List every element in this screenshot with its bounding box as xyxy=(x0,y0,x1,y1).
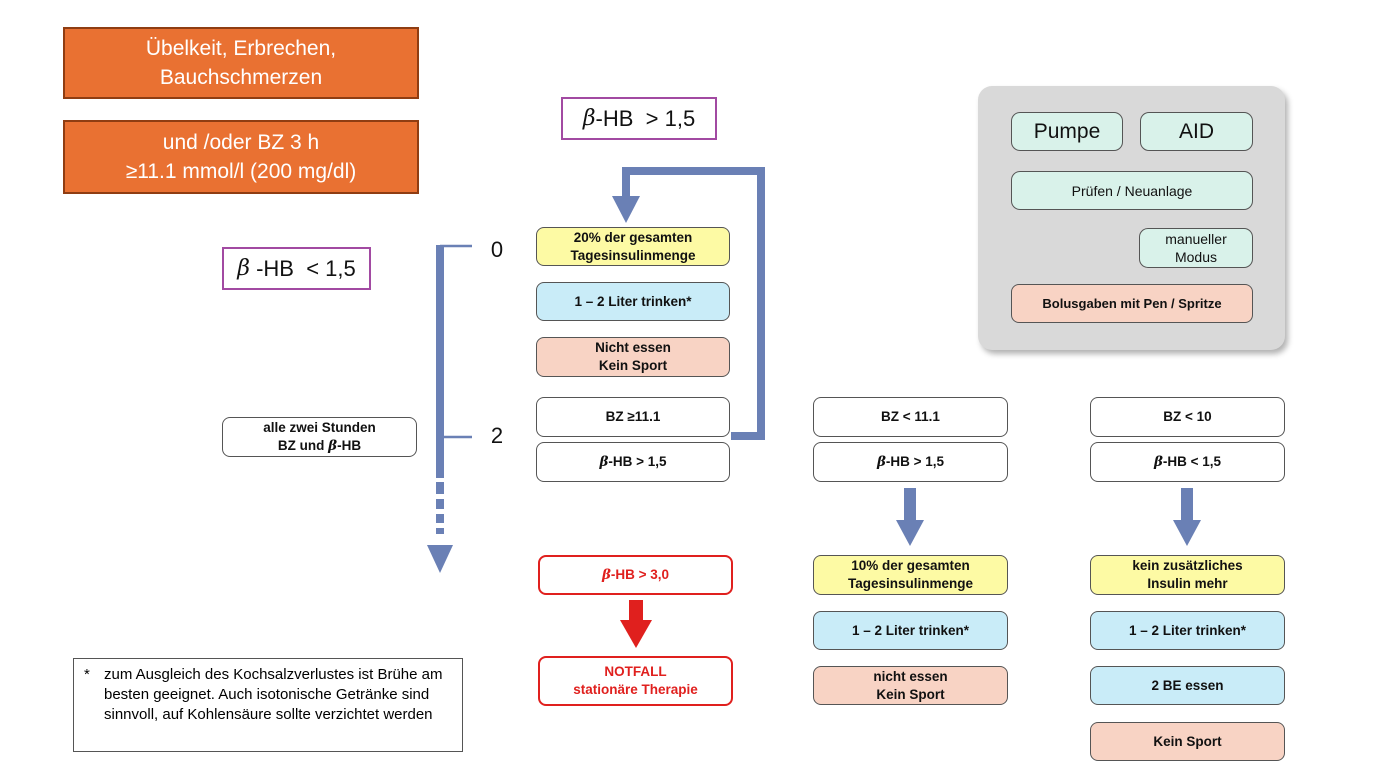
timeline-tick-2: 2 xyxy=(490,423,504,448)
col2-bz: BZ < 11.1 xyxy=(813,397,1008,437)
col1-food-line1: Nicht essen xyxy=(595,340,671,355)
check-interval-box: alle zwei Stunden BZ und β-HB xyxy=(222,417,417,457)
loop-arrow xyxy=(622,167,765,440)
col1-bz: BZ ≥11.1 xyxy=(536,397,730,437)
check-line2: BZ und β-HB xyxy=(278,437,361,455)
beta-high-text: -HB > 1,5 xyxy=(595,105,696,131)
pumpe-box: Pumpe xyxy=(1011,112,1123,151)
beta-low-text: -HB < 1,5 xyxy=(249,255,356,281)
emergency-notfall: NOTFALL stationäre Therapie xyxy=(538,656,733,706)
timeline-dash xyxy=(436,499,444,509)
emergency-beta: β-HB > 3,0 xyxy=(538,555,733,595)
timeline-arrowhead xyxy=(427,545,453,573)
arrow-col2-shaft xyxy=(904,488,916,522)
beta-symbol: β xyxy=(582,106,596,131)
beta-symbol: β xyxy=(328,438,338,454)
beta-symbol: β xyxy=(876,454,886,470)
timeline-solid xyxy=(436,245,444,478)
col3-sport: Kein Sport xyxy=(1090,722,1285,761)
col3-eat: 2 BE essen xyxy=(1090,666,1285,705)
check-box: Prüfen / Neuanlage xyxy=(1011,171,1253,210)
loop-arrowhead xyxy=(612,196,640,223)
col1-drink: 1 – 2 Liter trinken* xyxy=(536,282,730,321)
beta-low-label: β -HB < 1,5 xyxy=(222,247,371,290)
bolus-box: Bolusgaben mit Pen / Spritze xyxy=(1011,284,1253,323)
bz-line2: ≥11.1 mmol/l (200 mg/dl) xyxy=(125,160,357,183)
col2-food-line1: nicht essen xyxy=(873,668,948,684)
col2-food-line2: Kein Sport xyxy=(876,686,945,702)
col2-beta-text: -HB > 1,5 xyxy=(885,454,945,469)
aid-box: AID xyxy=(1140,112,1253,151)
col3-insulin-line1: kein zusätzliches xyxy=(1132,558,1243,573)
beta-symbol: β xyxy=(1153,454,1163,470)
beta-symbol: β xyxy=(237,256,250,281)
manual-line1: manueller xyxy=(1165,231,1227,247)
notfall-line2: stationäre Therapie xyxy=(573,682,698,697)
col1-food-line2: Kein Sport xyxy=(598,358,668,373)
check-suffix: -HB xyxy=(337,438,362,453)
arrow-col3-head xyxy=(1173,520,1201,546)
col3-drink: 1 – 2 Liter trinken* xyxy=(1090,611,1285,650)
footnote-star: * xyxy=(84,666,90,683)
emergency-beta-text: -HB > 3,0 xyxy=(610,567,670,582)
notfall-line1: NOTFALL xyxy=(604,664,667,679)
arrow-emergency-shaft xyxy=(629,600,643,622)
col1-beta-text: -HB > 1,5 xyxy=(608,454,667,469)
bz-line1: und /oder BZ 3 h xyxy=(162,131,320,154)
timeline-dash xyxy=(436,514,444,523)
col2-insulin-line1: 10% der gesamten xyxy=(851,558,970,573)
footnote: * zum Ausgleich des Kochsalzverlustes is… xyxy=(73,658,463,752)
col1-insulin-line1: 20% der gesamten xyxy=(573,229,693,245)
symptoms-line2: Bauchschmerzen xyxy=(159,66,323,89)
timeline-dash xyxy=(436,528,444,534)
col3-bz: BZ < 10 xyxy=(1090,397,1285,437)
symptoms-box: Übelkeit, Erbrechen, Bauchschmerzen xyxy=(63,27,419,99)
symptoms-line1: Übelkeit, Erbrechen, xyxy=(145,37,337,60)
bz-condition-box: und /oder BZ 3 h ≥11.1 mmol/l (200 mg/dl… xyxy=(63,120,419,194)
footnote-text: zum Ausgleich des Kochsalzverlustes ist … xyxy=(104,666,443,723)
col3-insulin-line2: Insulin mehr xyxy=(1147,576,1228,591)
beta-symbol: β xyxy=(599,454,609,470)
timeline-dash xyxy=(436,482,444,494)
check-prefix: BZ und xyxy=(277,438,329,453)
timeline-tick-0: 0 xyxy=(490,237,504,262)
beta-high-label: β-HB > 1,5 xyxy=(561,97,717,140)
col1-insulin-line2: Tagesinsulinmenge xyxy=(570,247,696,263)
col3-beta: β-HB < 1,5 xyxy=(1090,442,1285,482)
col2-drink: 1 – 2 Liter trinken* xyxy=(813,611,1008,650)
manual-line2: Modus xyxy=(1174,249,1218,265)
arrow-col3-shaft xyxy=(1181,488,1193,522)
col1-beta: β-HB > 1,5 xyxy=(536,442,730,482)
arrow-emergency-head xyxy=(620,620,652,648)
beta-symbol: β xyxy=(601,567,611,583)
col2-insulin-line2: Tagesinsulinmenge xyxy=(847,576,974,591)
col3-beta-text: -HB < 1,5 xyxy=(1162,454,1222,469)
arrow-col2-head xyxy=(896,520,924,546)
check-line1: alle zwei Stunden xyxy=(263,420,376,435)
col2-beta: β-HB > 1,5 xyxy=(813,442,1008,482)
